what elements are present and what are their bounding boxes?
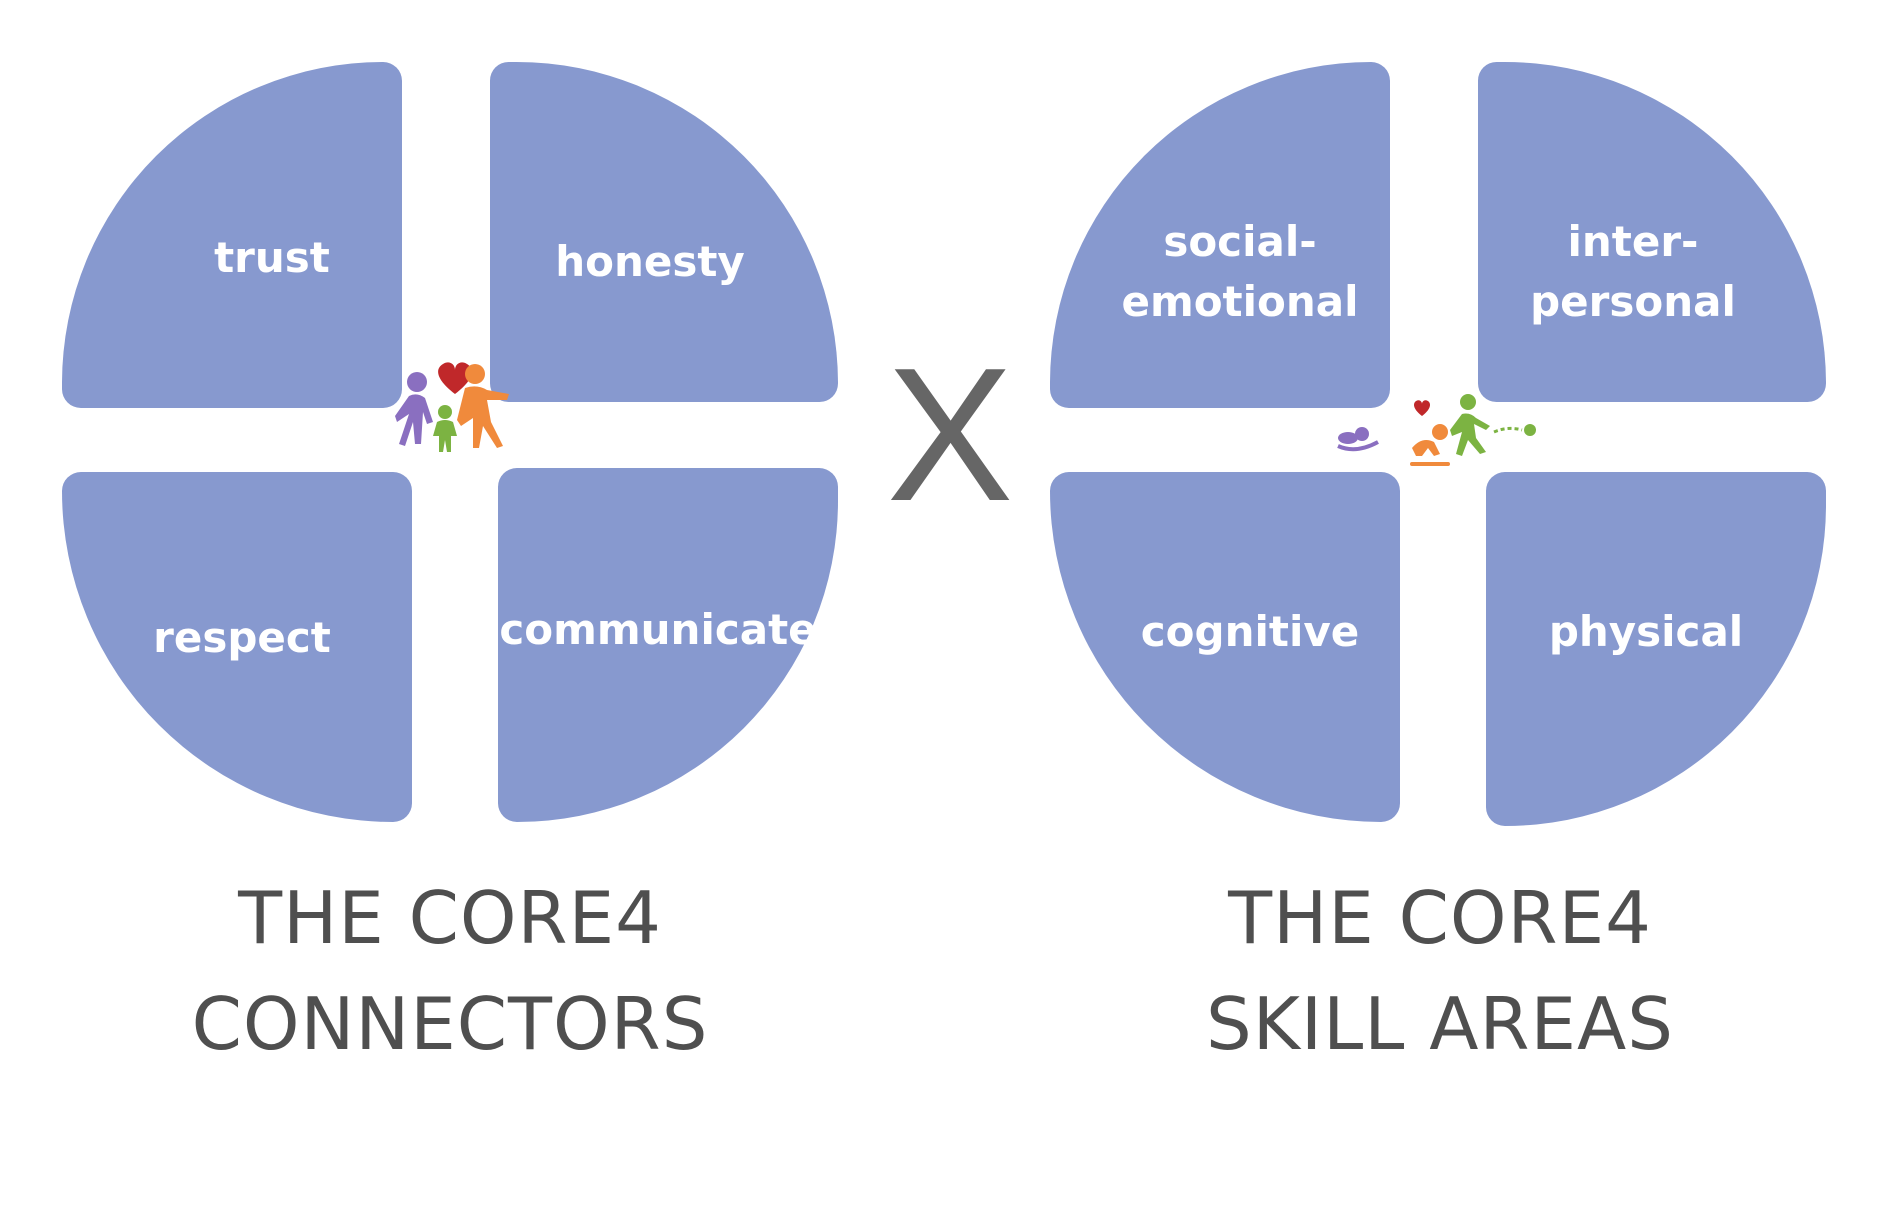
quadrant-label: respect — [153, 613, 331, 662]
family-holding-hands-with-heart-icon — [395, 362, 509, 452]
quadrant-label-line-1: inter- — [1567, 217, 1699, 266]
quadrant-label: cognitive — [1140, 607, 1360, 656]
quadrant-label: trust — [214, 233, 330, 282]
caption-line-1: THE CORE4 — [1228, 876, 1652, 960]
child-development-stages-icon — [1337, 394, 1536, 466]
quadrant-honesty: honesty — [490, 62, 838, 402]
skill-areas-caption: THE CORE4 SKILL AREAS — [1130, 865, 1750, 1077]
quadrant-label-line-2: emotional — [1121, 277, 1359, 326]
quadrant-social-emotional: social- emotional — [1050, 62, 1390, 408]
quadrant-trust: trust — [62, 62, 402, 408]
quadrant-communicate: communicate — [498, 468, 838, 822]
quadrant-cognitive: cognitive — [1050, 472, 1400, 822]
quadrant-label: honesty — [555, 237, 745, 286]
quadrant-interpersonal: inter- personal — [1478, 62, 1826, 402]
caption-line-2: SKILL AREAS — [1206, 982, 1674, 1066]
quadrant-label-line-2: personal — [1530, 277, 1736, 326]
quadrant-respect: respect — [62, 472, 412, 822]
caption-line-1: THE CORE4 — [238, 876, 662, 960]
quadrant-label: physical — [1548, 607, 1744, 656]
quadrant-label: communicate — [499, 605, 817, 654]
caption-line-2: CONNECTORS — [191, 982, 709, 1066]
quadrant-physical: physical — [1486, 472, 1826, 826]
multiply-sign: X — [886, 329, 1014, 541]
quadrant-label-line-1: social- — [1163, 217, 1317, 266]
skill-areas-wheel: social- emotional inter- personal cognit… — [1050, 62, 1826, 826]
connectors-caption: THE CORE4 CONNECTORS — [140, 865, 760, 1077]
connectors-wheel: trust honesty respect communicate — [62, 62, 838, 822]
